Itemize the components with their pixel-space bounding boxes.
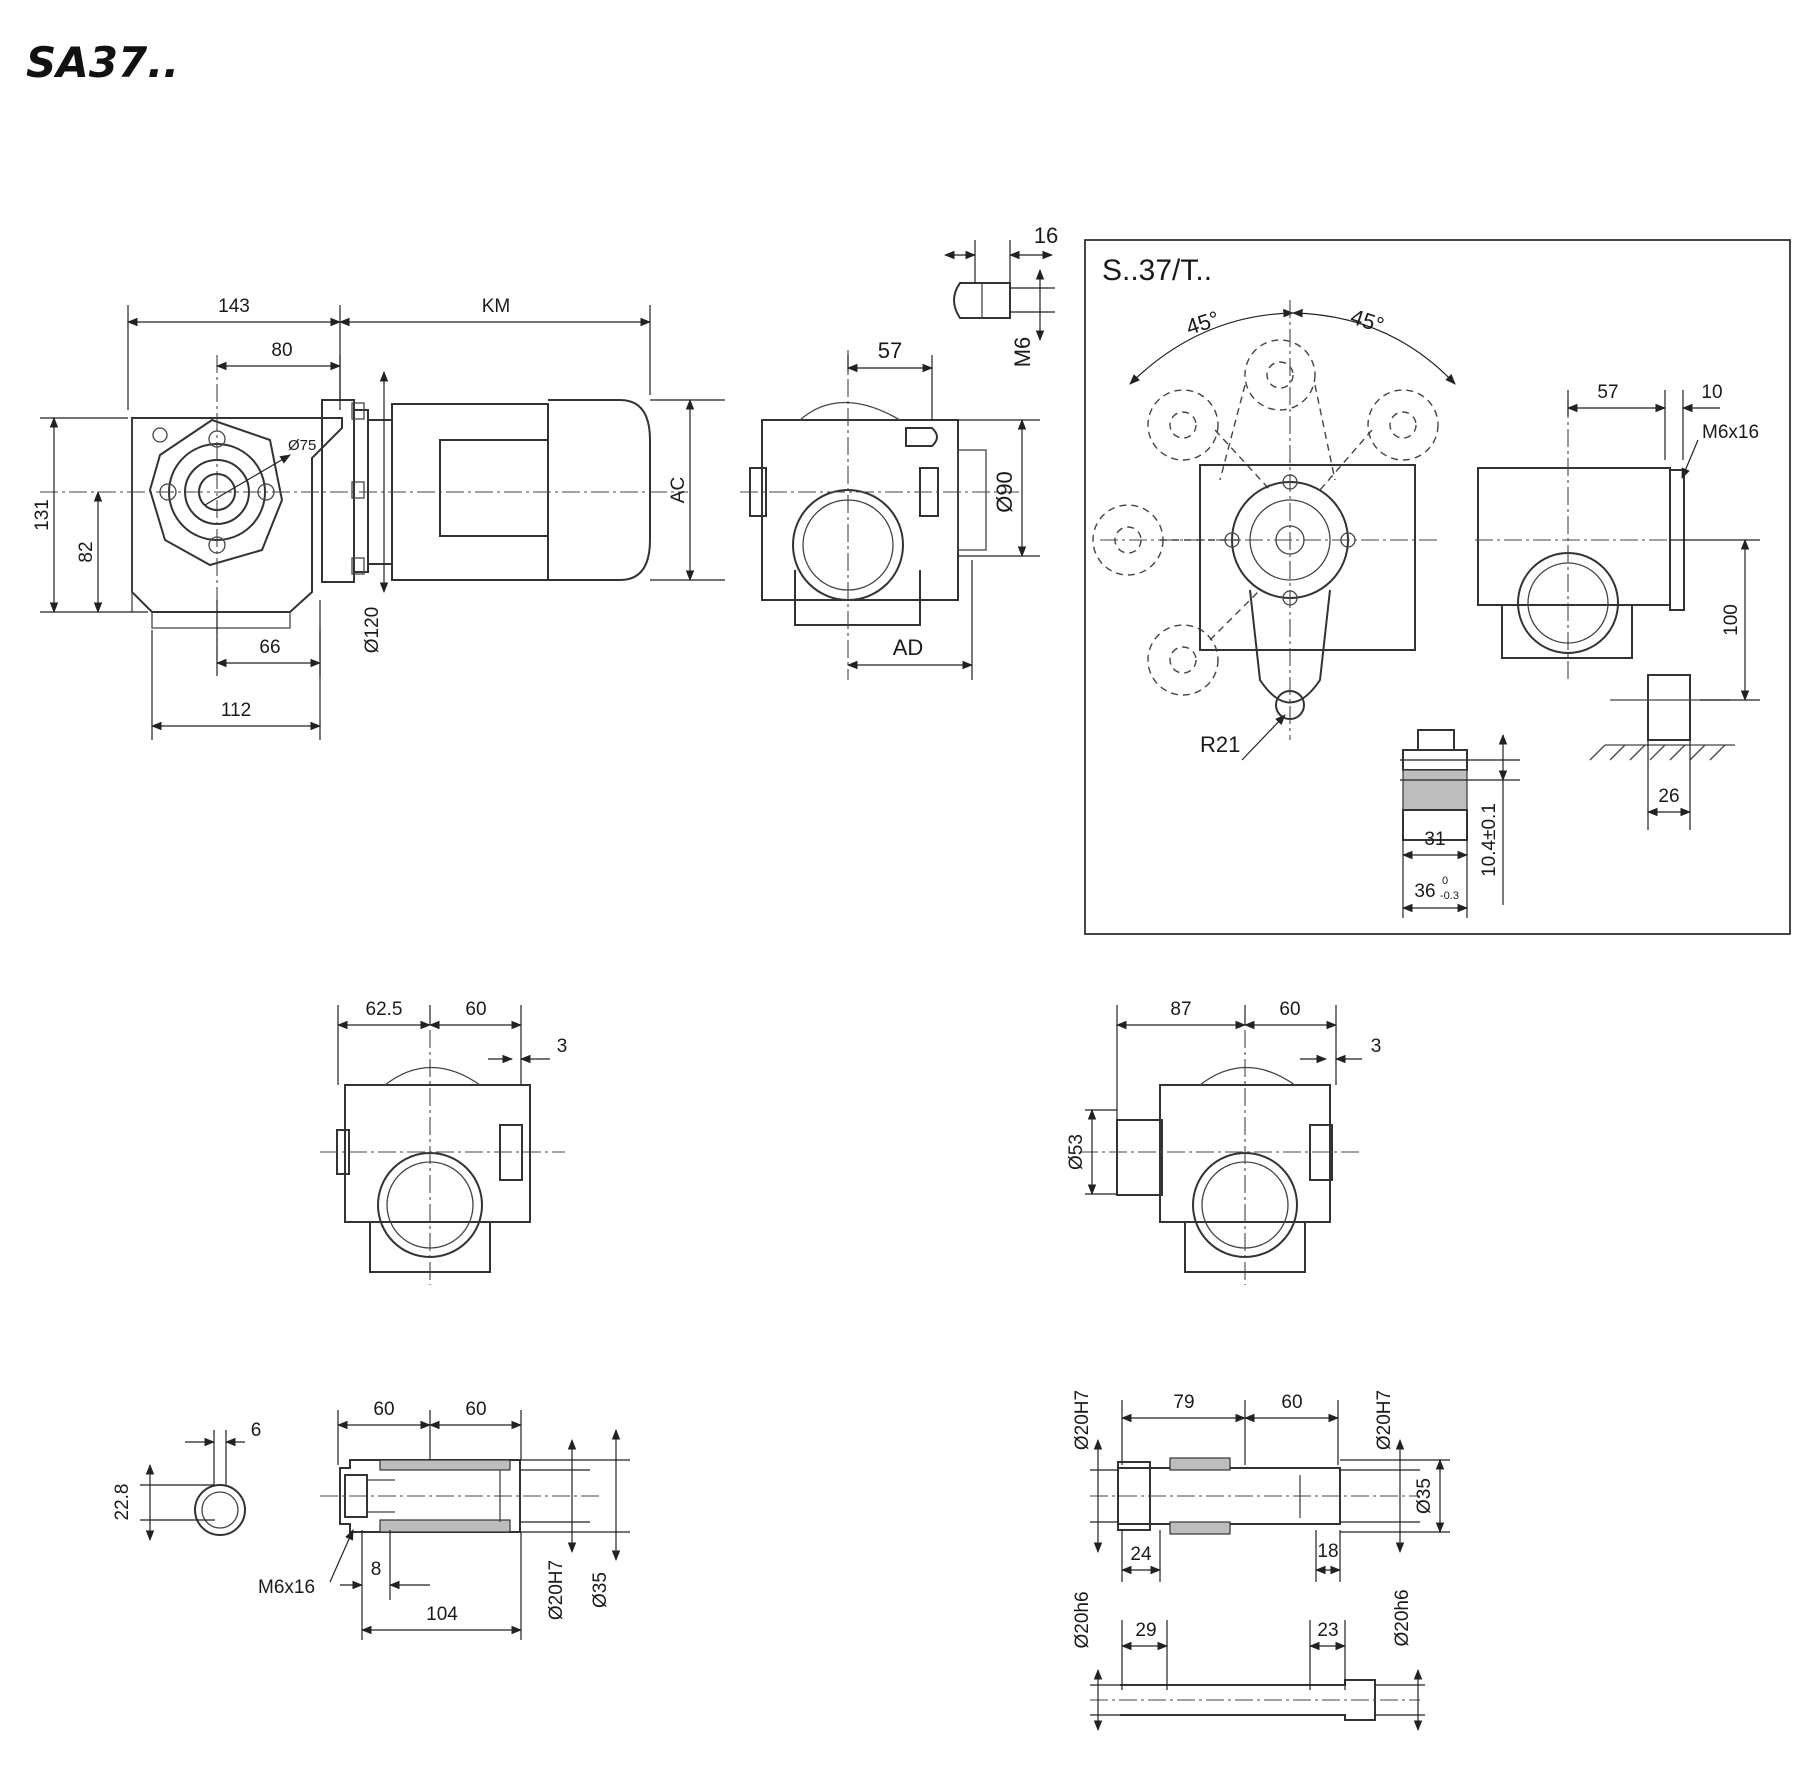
torque-arm-phantoms	[1092, 339, 1439, 696]
dim-m6x16-panel: M6x16	[1702, 422, 1759, 443]
dim-26: 26	[1658, 786, 1679, 807]
dim-36-tol-lower: -0.3	[1440, 890, 1459, 902]
dim-d53: Ø53	[1066, 1134, 1087, 1170]
dim-80: 80	[271, 340, 292, 361]
dim-36: 36	[1414, 881, 1435, 902]
dim-d20h7-left: Ø20H7	[546, 1560, 567, 1620]
dim-57: 57	[878, 338, 902, 363]
main-view: 143 KM 80 Ø75 131 82 66 112 AC Ø120	[32, 296, 725, 740]
dim-31: 31	[1424, 829, 1445, 850]
dim-60-shaft-right: 60	[1281, 1392, 1302, 1413]
dim-3-mid-left: 3	[557, 1036, 568, 1057]
dim-66: 66	[259, 637, 280, 658]
dim-d35-left: Ø35	[590, 1572, 611, 1608]
dim-d75: Ø75	[288, 437, 316, 454]
key-detail: 16 M6	[943, 223, 1058, 368]
dim-6: 6	[251, 1420, 262, 1441]
dim-10: 10	[1701, 382, 1722, 403]
dim-60-shaft-b: 60	[465, 1399, 486, 1420]
dim-62-5: 62.5	[366, 999, 403, 1020]
dim-km: KM	[482, 296, 511, 317]
shaft-left: 6 22.8 60 60 M6x16 8 104 Ø20H7 Ø35	[112, 1399, 630, 1640]
dim-ac: AC	[668, 477, 689, 503]
dim-m6x16-shaft: M6x16	[258, 1577, 315, 1598]
angle-45-left: 45°	[1183, 306, 1222, 340]
torque-arm-side	[1477, 467, 1735, 761]
dim-87: 87	[1170, 999, 1191, 1020]
dim-16: 16	[1034, 223, 1058, 248]
dim-ad: AD	[893, 635, 924, 660]
dim-79: 79	[1173, 1392, 1194, 1413]
dim-60-mid-right: 60	[1279, 999, 1300, 1020]
dim-d20h6-right: Ø20h6	[1392, 1589, 1413, 1646]
dim-23: 23	[1317, 1620, 1338, 1641]
dim-57-panel: 57	[1597, 382, 1618, 403]
dim-112: 112	[221, 700, 251, 721]
dim-d35-right: Ø35	[1414, 1478, 1435, 1514]
dim-24: 24	[1130, 1544, 1152, 1565]
dim-131: 131	[32, 499, 53, 531]
adapter-flange	[321, 399, 393, 583]
torque-arm-panel: S..37/T.. 45° 45°	[1084, 239, 1791, 935]
dim-22-8: 22.8	[112, 1484, 133, 1521]
dim-8: 8	[371, 1559, 382, 1580]
mid-left-view: 62.5 60 3	[320, 999, 567, 1285]
dim-10-4: 10.4±0.1	[1479, 803, 1500, 877]
dim-143: 143	[218, 296, 250, 317]
angle-45-right: 45°	[1348, 304, 1387, 338]
motor-body	[391, 399, 651, 581]
panel-heading: S..37/T..	[1102, 254, 1212, 287]
side-view: 57 Ø90 AD	[740, 338, 1040, 680]
dim-d120: Ø120	[362, 607, 383, 653]
mid-right-view: 87 60 3 Ø53	[1066, 999, 1381, 1285]
dim-r21: R21	[1200, 732, 1240, 757]
dim-d90: Ø90	[992, 471, 1017, 513]
gear-housing-outline	[131, 417, 343, 629]
dim-104: 104	[426, 1604, 458, 1625]
shaft-right: Ø20H7 Ø20H7 Ø35 79 60 24 18	[1072, 1390, 1450, 1582]
dim-d20h6-left: Ø20h6	[1072, 1591, 1093, 1648]
dim-100: 100	[1721, 604, 1742, 636]
dim-d20h7-right-b: Ø20H7	[1374, 1390, 1395, 1450]
dim-3-mid-right: 3	[1371, 1036, 1382, 1057]
shaft-bottom: Ø20h6 Ø20h6 29 23	[1072, 1589, 1425, 1732]
dim-36-tol-upper: 0	[1442, 875, 1448, 887]
dim-82: 82	[76, 541, 97, 562]
drawing-title: SA37..	[26, 38, 180, 87]
dim-d20h7-right-a: Ø20H7	[1072, 1390, 1093, 1450]
dim-29: 29	[1135, 1620, 1156, 1641]
gear-housing-panel	[1199, 464, 1416, 720]
dim-18: 18	[1317, 1541, 1338, 1562]
dim-60-mid-left: 60	[465, 999, 486, 1020]
dim-60-shaft-a: 60	[373, 1399, 394, 1420]
dim-m6: M6	[1010, 337, 1035, 368]
bushing-detail	[1402, 729, 1468, 841]
